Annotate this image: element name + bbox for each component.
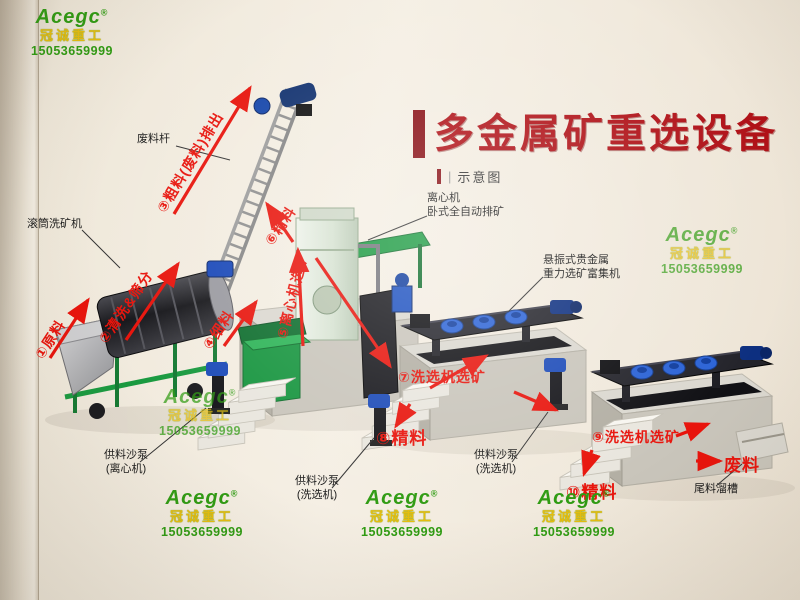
label-line: 尾料溜槽	[694, 483, 738, 495]
flow-arrows	[48, 85, 724, 478]
label-leader-lines	[81, 145, 743, 489]
subtitle-text: 示意图	[457, 170, 503, 185]
brand-watermark: Acegc® 冠诚重工 15053659999	[652, 224, 752, 276]
brand-phone: 15053659999	[31, 43, 113, 58]
brand-name: Acegc	[165, 487, 231, 509]
label-line: (离心机)	[105, 463, 147, 475]
brand-phone: 15053659999	[161, 524, 243, 539]
brand-logo: Acegc®	[22, 6, 122, 29]
brand-phone: 15053659999	[159, 423, 241, 438]
brand-reg-mark: ®	[602, 488, 611, 499]
brand-logo: Acegc®	[524, 487, 624, 510]
title-text: 多金属矿重选设备	[434, 112, 778, 156]
label-tailings-chute: 尾料溜槽	[694, 482, 738, 496]
label-waste-rod: 废料杆	[137, 132, 170, 146]
label-line: 供料沙泵	[295, 475, 339, 487]
brand-name: Acegc	[163, 386, 229, 408]
label-pump-washer-right: 供料沙泵 (洗选机)	[464, 448, 528, 476]
brand-logo: Acegc®	[652, 224, 752, 247]
flow-step-10: ⑩精料	[566, 483, 618, 502]
flow-step-8: ⑧精料	[376, 429, 428, 448]
label-line: 离心机	[427, 192, 460, 204]
brand-company: 冠诚重工	[39, 28, 104, 43]
page-fold-shading	[0, 0, 39, 600]
brand-company: 冠诚重工	[369, 509, 434, 524]
brand-logo: Acegc®	[352, 487, 452, 510]
label-line: (洗选机)	[475, 463, 517, 475]
label-line: 供料沙泵	[474, 449, 518, 461]
label-line: (洗选机)	[296, 489, 338, 501]
brand-watermark: Acegc® 冠诚重工 15053659999	[152, 487, 252, 539]
flow-step-9: ⑨洗选机选矿	[592, 429, 680, 445]
brand-watermark: Acegc® 冠诚重工 15053659999	[150, 386, 250, 438]
brand-company: 冠诚重工	[169, 509, 234, 524]
brand-watermark: Acegc® 冠诚重工 15053659999	[22, 6, 122, 58]
label-line: 卧式全自动排矿	[427, 206, 504, 218]
label-shaker: 悬振式贵金属 重力选矿富集机	[543, 253, 620, 281]
title-accent-bar	[413, 110, 425, 158]
brand-company: 冠诚重工	[541, 509, 606, 524]
brand-phone: 15053659999	[661, 261, 743, 276]
label-line: 供料沙泵	[104, 449, 148, 461]
brand-name: Acegc	[35, 6, 101, 28]
brand-reg-mark: ®	[230, 488, 239, 499]
label-pump-centrifuge: 供料沙泵 (离心机)	[94, 448, 158, 476]
page-title: 多金属矿重选设备	[413, 110, 778, 158]
brand-name: Acegc	[665, 224, 731, 246]
brand-watermark: Acegc® 冠诚重工 15053659999	[352, 487, 452, 539]
subtitle-separator: |	[448, 169, 452, 184]
brand-phone: 15053659999	[533, 524, 615, 539]
flow-label-waste: 废料	[724, 456, 760, 475]
brand-reg-mark: ®	[100, 7, 109, 18]
label-line: 重力选矿富集机	[543, 268, 620, 280]
ladder-elevator-icon	[202, 82, 317, 316]
page-subtitle: | 示意图	[437, 167, 502, 186]
brand-logo: Acegc®	[152, 487, 252, 510]
label-centrifuge: 离心机 卧式全自动排矿	[427, 191, 504, 219]
brand-name: Acegc	[537, 487, 603, 509]
brand-company: 冠诚重工	[167, 408, 232, 423]
label-line: 滚筒洗矿机	[27, 218, 82, 230]
brand-phone: 15053659999	[361, 524, 443, 539]
brand-watermark: Acegc® 冠诚重工 15053659999	[524, 487, 624, 539]
tailings-chute-icon	[735, 422, 789, 463]
label-line: 废料杆	[137, 133, 170, 145]
label-drum-washer: 滚筒洗矿机	[27, 217, 82, 231]
label-pump-washer-mid: 供料沙泵 (洗选机)	[285, 474, 349, 502]
label-line: 悬振式贵金属	[543, 254, 609, 266]
subtitle-accent-bar	[437, 169, 441, 184]
brand-name: Acegc	[365, 487, 431, 509]
flow-step-7: ⑦洗选机选矿	[398, 369, 486, 385]
brand-reg-mark: ®	[430, 488, 439, 499]
brand-company: 冠诚重工	[669, 246, 734, 261]
brand-logo: Acegc®	[150, 386, 250, 409]
brand-reg-mark: ®	[730, 225, 739, 236]
brand-reg-mark: ®	[228, 387, 237, 398]
